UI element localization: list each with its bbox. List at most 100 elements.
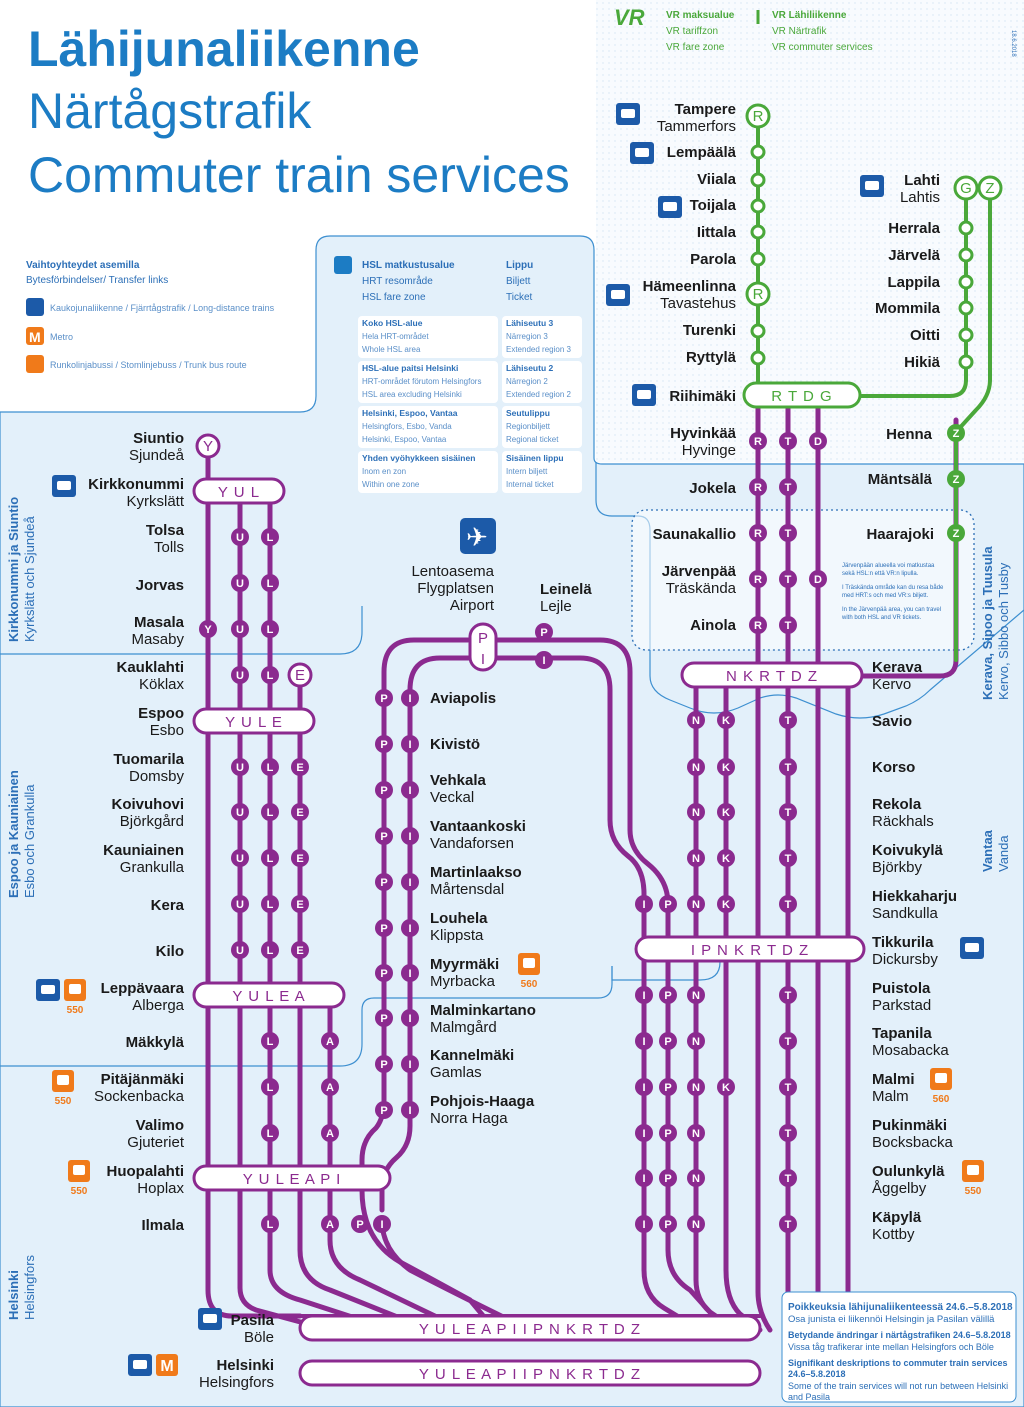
stop-dot-ring: I xyxy=(401,827,419,845)
hub-kirkkonummi-pill xyxy=(192,477,286,505)
station-west-secondary: Sjundeå xyxy=(129,447,185,464)
stop-dot-west-circle xyxy=(351,1215,369,1233)
stop-dot-east: T xyxy=(779,895,797,913)
stop-dot-ring-circle xyxy=(401,919,419,937)
stop-dot-east-letter: N xyxy=(692,715,700,727)
hsl-row-ticket-text: Regionbiljett xyxy=(506,422,551,431)
train-icon-body xyxy=(203,1314,217,1323)
hsl-zone-icon xyxy=(334,256,352,274)
stop-dot-west-letter: L xyxy=(267,532,274,544)
stop-dot-east: T xyxy=(779,1032,797,1050)
station-west-secondary: Esbo xyxy=(150,722,184,739)
stop-dot-ring-circle xyxy=(375,1101,393,1119)
station-north-primary: Hämeenlinna xyxy=(643,278,737,295)
hsl-row-area-text: Inom en zon xyxy=(362,467,406,476)
hub-lahti-g-letter: G xyxy=(960,180,972,197)
hsl-row-ticket-text: Närregion 2 xyxy=(506,377,548,386)
station-west-primary: Kirkkonummi xyxy=(88,476,184,493)
stop-dot-west-letter: L xyxy=(267,1082,274,1094)
stop-dot-west-circle xyxy=(321,1032,339,1050)
bus-route-number: 550 xyxy=(55,1096,72,1107)
stop-dot-east-letter: T xyxy=(785,990,792,1002)
stop-dot-west: L xyxy=(261,1124,279,1142)
station-east: Korso xyxy=(872,759,915,776)
bus-icon-body xyxy=(967,1165,979,1175)
stop-dot-ring-east: P xyxy=(659,895,677,913)
stop-dot-ring-east-letter: I xyxy=(642,899,645,911)
note-line: sekä HSL:n että VR:n lipulla. xyxy=(842,571,919,577)
station-west-primary: Siuntio xyxy=(133,430,184,447)
stop-dot-west-letter: L xyxy=(267,762,274,774)
stop-dot-east: K xyxy=(717,1078,735,1096)
stop-dot-ring-letter: P xyxy=(380,739,387,751)
stop-dot-ring-east: P xyxy=(659,1124,677,1142)
stop-dot-west: A xyxy=(321,1215,339,1233)
stop-dot-north-circle xyxy=(779,432,797,450)
station-east-primary: Rekola xyxy=(872,796,922,813)
metro-icon: M xyxy=(156,1354,178,1376)
stop-dot-ring-letter: I xyxy=(408,739,411,751)
station-ring-primary: Louhela xyxy=(430,910,488,927)
stop-dot-leinela: P xyxy=(535,623,553,641)
zone-kerava-sv: Kervo, Sibbo och Tusby xyxy=(996,562,1011,700)
stop-dot-ring-letter: I xyxy=(408,1059,411,1071)
station-north-primary: Hyvinkää xyxy=(670,425,737,442)
stop-dot-west: U xyxy=(231,528,249,546)
stop-dot-west-circle xyxy=(261,1078,279,1096)
stop-dot-east: N xyxy=(687,1169,705,1187)
title-block: Lähijunaliikenne Närtågstrafik Commuter … xyxy=(28,21,570,203)
station-east-primary: Pukinmäki xyxy=(872,1117,947,1134)
stop-dot-ring-east: P xyxy=(659,1032,677,1050)
hub-tampere-letter: R xyxy=(753,108,764,125)
hub-lahti-g-ring xyxy=(953,175,979,201)
stop-dot-west-circle xyxy=(261,1215,279,1233)
station-north: Jokela xyxy=(689,480,736,497)
stop-dot-west: E xyxy=(291,895,309,913)
station-north-primary: Turenki xyxy=(683,322,736,339)
hub-espoo-letters: Y U L E xyxy=(225,714,283,731)
stop-dot-north: D xyxy=(809,570,827,588)
stop-dot-ring-letter: I xyxy=(408,923,411,935)
stop-dot-east: N xyxy=(687,849,705,867)
stop-dot-ring-letter: P xyxy=(380,693,387,705)
stop-dot-ring-east-circle xyxy=(659,1032,677,1050)
note-line: with both HSL and VR tickets. xyxy=(841,615,921,621)
stop-dot-west-circle xyxy=(291,895,309,913)
bus-icon-body xyxy=(69,984,81,994)
stop-dot-ring: I xyxy=(401,1055,419,1073)
hsl-row-area-text: HSL area excluding Helsinki xyxy=(362,390,462,399)
stop-dot-west: A xyxy=(321,1124,339,1142)
stop-dot-green-circle xyxy=(958,274,974,290)
stop-dot-west: L xyxy=(261,528,279,546)
station-east-secondary: Malm xyxy=(872,1088,909,1105)
stop-dot-east: N xyxy=(687,1032,705,1050)
station-south-secondary: Böle xyxy=(244,1329,274,1346)
stop-dot-west-circle xyxy=(199,620,217,638)
station-lahti-primary: Mommila xyxy=(875,300,941,317)
zone-helsinki: Helsinki xyxy=(6,1270,21,1320)
line-L-west xyxy=(267,489,395,1333)
stop-dot-east: K xyxy=(717,711,735,729)
train-icon-body xyxy=(611,290,625,299)
stop-dot-ring-east-letter: I xyxy=(642,1219,645,1231)
stop-dot-north: T xyxy=(779,616,797,634)
stop-dot-ring-circle xyxy=(375,964,393,982)
stop-dot-ring: P xyxy=(375,781,393,799)
transfer-legend: Vaihtoyhteydet asemilla Bytesförbindelse… xyxy=(26,260,275,373)
stop-dot-ring-letter: I xyxy=(408,877,411,889)
stop-dot-west: E xyxy=(291,758,309,776)
station-ring-secondary: Norra Haga xyxy=(430,1110,508,1127)
stop-dot-z-letter: Z xyxy=(953,428,960,440)
stop-dot-ring: I xyxy=(401,781,419,799)
stop-dot-east-circle xyxy=(779,1169,797,1187)
hub-pasila-pill xyxy=(298,1314,762,1342)
stop-dot-east-circle xyxy=(687,1032,705,1050)
station-west-secondary: Grankulla xyxy=(120,859,185,876)
